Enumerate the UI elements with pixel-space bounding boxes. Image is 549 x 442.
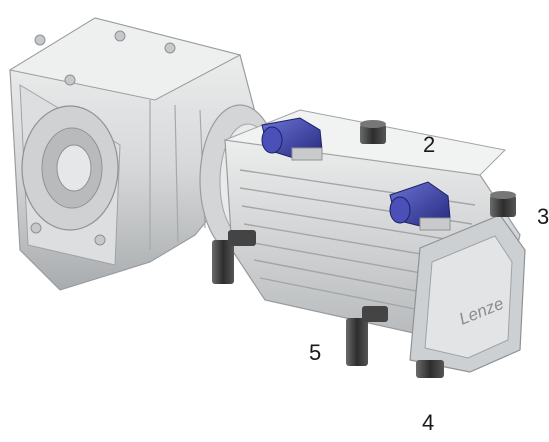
fitting-top-right xyxy=(490,191,516,217)
blue-connector-front xyxy=(261,117,323,161)
blue-connector-rear xyxy=(389,181,451,231)
callout-5: 5 xyxy=(309,340,322,365)
fitting-bottom-elbow xyxy=(346,306,388,366)
gearbox-housing xyxy=(8,17,266,291)
fitting-left-elbow xyxy=(212,230,256,284)
fitting-top-left xyxy=(360,120,386,144)
motor-end-cap: Lenze xyxy=(409,214,526,373)
callout-4: 4 xyxy=(422,410,435,435)
callout-2: 2 xyxy=(423,132,436,157)
callout-3: 3 xyxy=(537,204,549,229)
fitting-bottom-rear xyxy=(416,360,444,378)
